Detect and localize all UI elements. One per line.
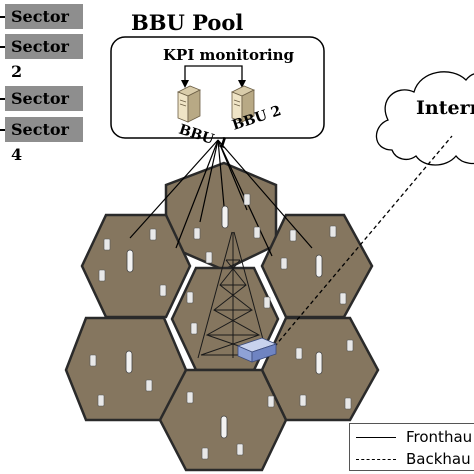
legend-row-fronthaul: Fronthau bbox=[356, 427, 474, 447]
antenna-icons bbox=[125, 205, 323, 439]
fronthaul-links bbox=[129, 139, 313, 257]
sector-4-label: Sector 4 bbox=[5, 117, 83, 164]
sector-2-label: Sector 2 bbox=[5, 34, 83, 81]
bbu-pool-box bbox=[110, 36, 325, 139]
kpi-arrows bbox=[184, 65, 243, 82]
user-device-icons bbox=[89, 193, 354, 460]
sector-3-label: Sector 3 bbox=[5, 86, 83, 133]
legend-backhaul-label: Backhau bbox=[406, 450, 471, 468]
cell-upper-left bbox=[80, 213, 192, 319]
backhaul-link bbox=[269, 135, 453, 353]
internet-label: Intern bbox=[416, 97, 474, 119]
cell-tower-icon bbox=[197, 231, 269, 359]
legend-fronthaul-label: Fronthau bbox=[406, 428, 473, 446]
sector-1-label: Sector 1 bbox=[5, 4, 83, 51]
kpi-monitoring-label: KPI monitoring bbox=[163, 46, 294, 64]
kpi-arrow-head-right bbox=[238, 80, 246, 88]
bbu-pool-title: BBU Pool bbox=[131, 10, 244, 35]
kpi-arrow-head-left bbox=[181, 80, 189, 88]
gateway-router-icon bbox=[236, 337, 278, 363]
bbu-2-server-icon bbox=[231, 85, 255, 123]
legend-row-backhaul: Backhau bbox=[356, 449, 474, 469]
backhaul-line-sample bbox=[356, 459, 396, 460]
legend: Fronthau Backhau bbox=[349, 423, 474, 471]
fronthaul-line-sample bbox=[356, 437, 396, 438]
bbu-1-server-icon bbox=[177, 85, 201, 123]
internet-cloud bbox=[375, 71, 474, 166]
